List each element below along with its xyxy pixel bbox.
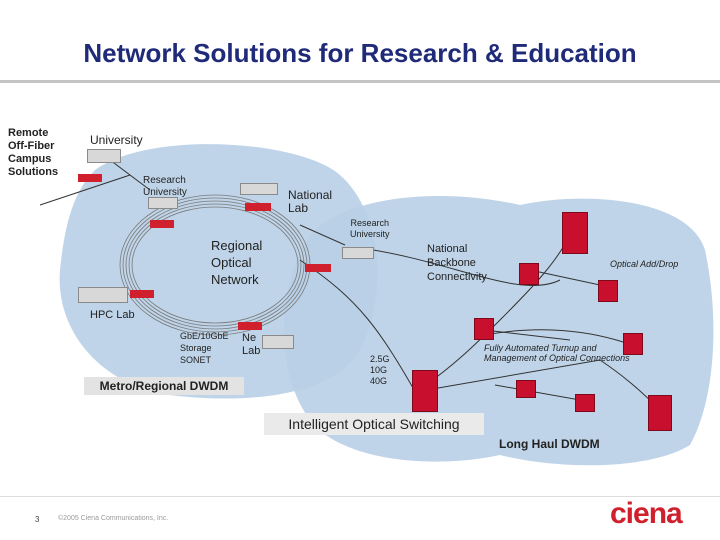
switch-rack <box>648 395 672 431</box>
add-drop-rack <box>474 318 494 340</box>
metro-cloud <box>59 144 378 399</box>
backbone-cloud <box>283 196 714 466</box>
optical-add-drop-label: Optical Add/Drop <box>610 259 679 269</box>
research-university-2-label: Research University <box>350 218 390 240</box>
label-line: Off-Fiber <box>8 140 55 152</box>
university-label: University <box>90 133 143 147</box>
add-drop-rack <box>516 380 536 398</box>
national-backbone-label: National Backbone Connectivity <box>427 242 487 284</box>
copyright: ©2005 Ciena Communications, Inc. <box>58 515 169 522</box>
label-line: Storage <box>180 343 212 353</box>
research-2-node <box>305 264 331 272</box>
label-line: Campus <box>8 153 52 165</box>
research-device <box>148 197 178 209</box>
label-line: 2.5G <box>370 354 390 364</box>
label-line: Ne <box>242 332 257 344</box>
label-line: University <box>143 187 187 198</box>
university-node <box>78 174 102 182</box>
label-line: Research <box>143 175 186 186</box>
label-line: 40G <box>370 376 388 386</box>
label-line: Solutions <box>8 166 59 178</box>
switch-rack <box>412 370 438 412</box>
title-rule <box>0 80 720 83</box>
label-line: University <box>350 229 390 239</box>
label-line: National <box>288 188 333 202</box>
footer-rule <box>0 496 720 497</box>
add-drop-rack <box>623 333 643 355</box>
national-lab-device <box>240 183 278 195</box>
label-line: National <box>427 243 468 255</box>
label-line: SONET <box>180 355 212 365</box>
remote-campus-label: Remote Off-Fiber Campus Solutions <box>8 127 58 179</box>
label-line: 10G <box>370 365 388 375</box>
label-line: Lab <box>288 201 309 215</box>
add-drop-rack <box>519 263 539 285</box>
add-drop-rack <box>598 280 618 302</box>
hpc-device <box>78 287 128 303</box>
rack-lines <box>484 329 581 401</box>
label-line: Connectivity <box>427 271 487 283</box>
automated-label: Fully Automated Turnup and Management of… <box>484 343 630 363</box>
label-line: Fully Automated Turnup and <box>484 343 597 353</box>
label-line: Remote <box>8 127 49 139</box>
intelligent-switching-label: Intelligent Optical Switching <box>264 413 484 435</box>
research-node <box>150 220 174 228</box>
page-number: 3 <box>35 515 40 524</box>
page-title: Network Solutions for Research & Educati… <box>83 38 637 68</box>
metro-dwdm-label: Metro/Regional DWDM <box>84 377 244 395</box>
label-line: Optical <box>211 255 252 270</box>
gbe-storage-sonet-label: GbE/10GbE Storage SONET <box>180 330 229 366</box>
switch-rack <box>562 212 588 254</box>
research-2-device <box>342 247 374 259</box>
label-line: Regional <box>211 238 263 253</box>
label-line: Backbone <box>427 257 476 269</box>
add-drop-rack <box>575 394 595 412</box>
regional-network-label: Regional Optical Network <box>211 237 262 288</box>
label-line: Lab <box>242 345 261 357</box>
ne-lab-label: Ne Lab <box>242 332 260 358</box>
research-university-label: Research University <box>143 175 187 199</box>
label-line: GbE/10GbE <box>180 331 229 341</box>
hpc-node <box>130 290 154 298</box>
ne-device <box>262 335 294 349</box>
ne-node <box>238 322 262 330</box>
ciena-logo: ciena <box>610 497 683 530</box>
label-line: Network <box>211 272 259 287</box>
national-lab-node <box>245 203 271 211</box>
label-line: Research <box>350 218 390 228</box>
university-device <box>87 149 121 163</box>
hpc-lab-label: HPC Lab <box>90 309 135 321</box>
label-line: Management of Optical Connections <box>484 353 630 363</box>
speeds-label: 2.5G 10G 40G <box>370 354 390 387</box>
long-haul-label: Long Haul DWDM <box>499 437 600 451</box>
national-lab-label: National Lab <box>288 189 332 215</box>
